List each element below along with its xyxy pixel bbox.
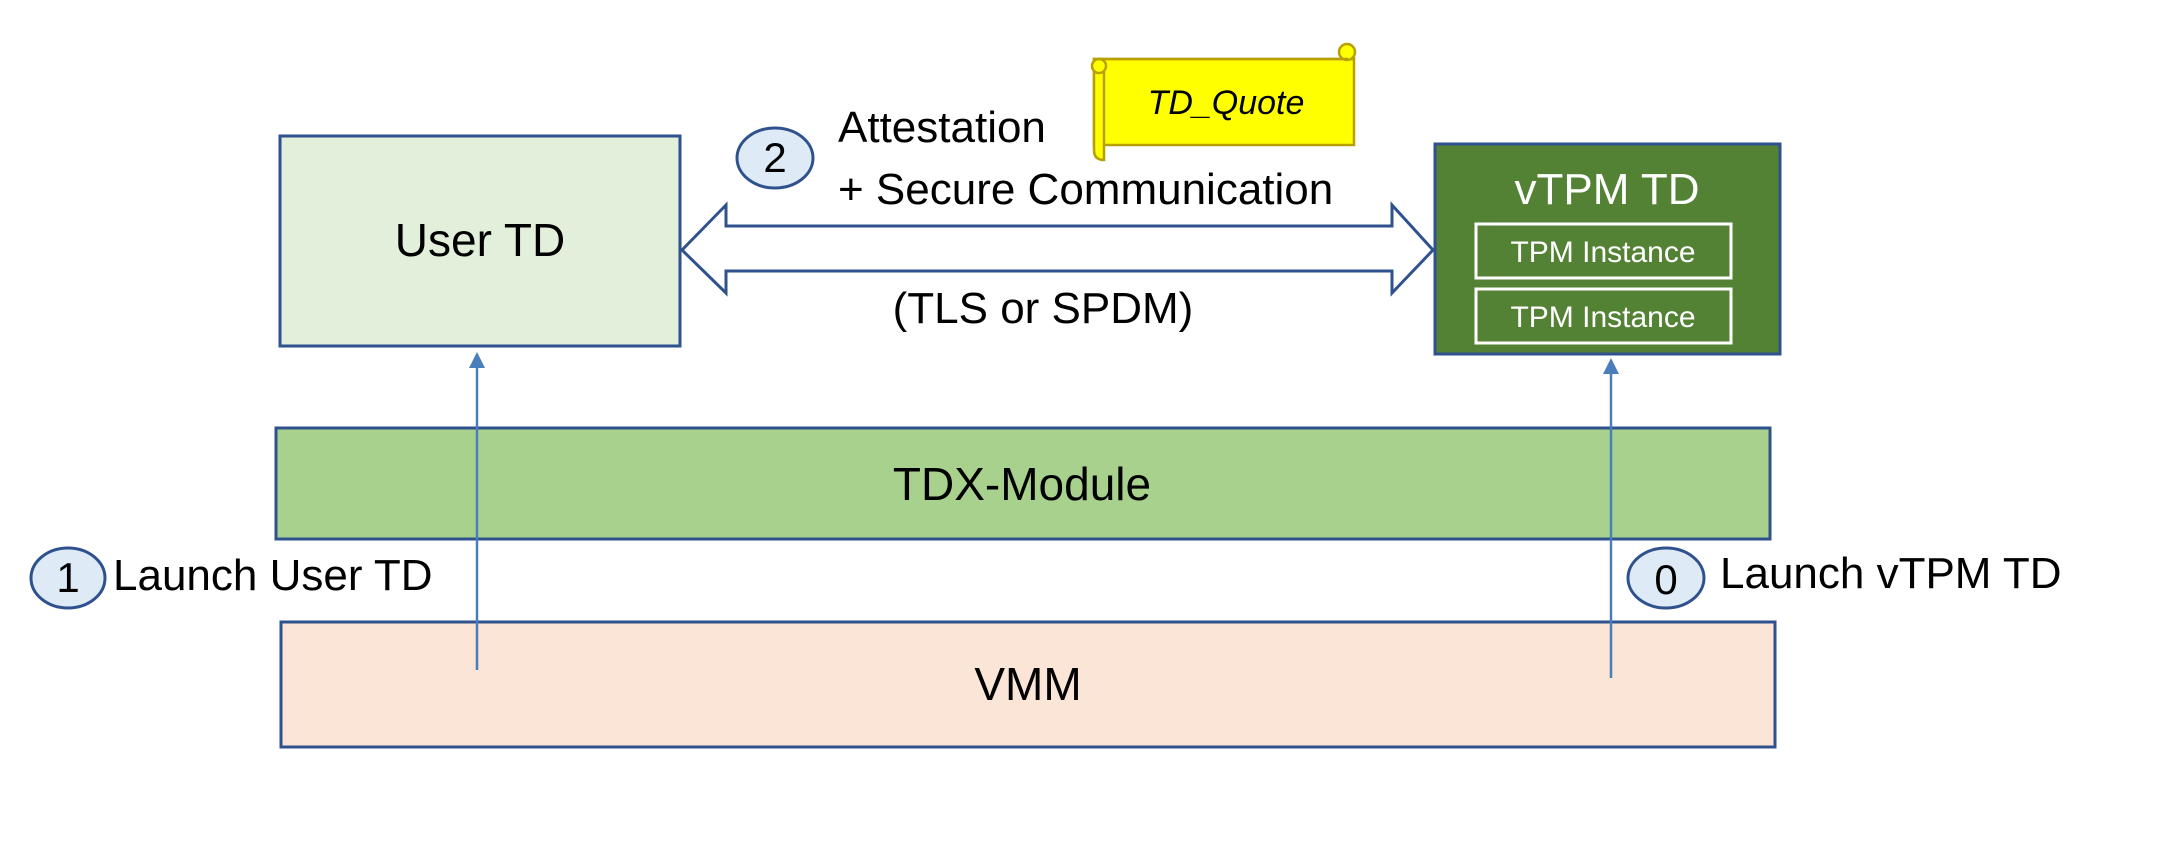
tpm-instance-label-1: TPM Instance: [1510, 236, 1695, 269]
vmm-box: [279, 620, 1777, 749]
launch-user-td-arrowhead: [469, 352, 485, 368]
tls-spdm-label: (TLS or SPDM): [893, 284, 1194, 333]
td-quote-label: TD_Quote: [1148, 84, 1305, 122]
tpm-instance-label-2: TPM Instance: [1510, 301, 1695, 334]
step-0-number: 0: [1654, 556, 1677, 603]
td-quote-scroll: [1090, 42, 1357, 162]
user-td-box: [278, 134, 682, 348]
tdx-module-label: TDX-Module: [893, 458, 1151, 510]
user-td-label: User TD: [395, 214, 565, 266]
step-1-badge: [29, 546, 107, 610]
vtpm-td-label: vTPM TD: [1515, 165, 1700, 214]
step-2-badge: [735, 126, 815, 190]
step-1-number: 1: [56, 554, 79, 601]
launch-vtpm-td-label: Launch vTPM TD: [1720, 549, 2062, 598]
step-0-badge: [1626, 546, 1706, 610]
tdx-module-box: [274, 426, 1772, 541]
launch-user-td-label: Launch User TD: [113, 551, 433, 600]
tpm-instance-box-1: [1474, 222, 1733, 280]
step-2-number: 2: [763, 134, 786, 181]
secure-channel-double-arrow: [679, 201, 1436, 297]
attestation-label: Attestation: [838, 103, 1046, 152]
tpm-instance-box-2: [1474, 287, 1733, 345]
secure-communication-label: + Secure Communication: [838, 165, 1333, 214]
vtpm-td-box: [1433, 142, 1782, 356]
vmm-label: VMM: [974, 658, 1081, 710]
launch-vtpm-td-arrowhead: [1603, 358, 1619, 374]
